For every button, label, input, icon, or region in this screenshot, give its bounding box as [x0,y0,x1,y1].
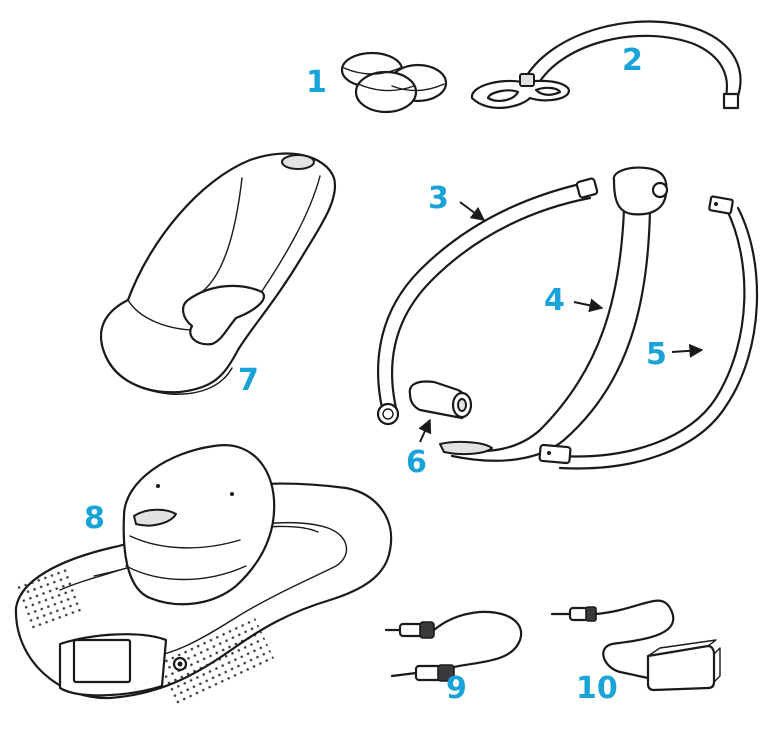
label-1: 1 [306,65,327,100]
arrow-3 [459,201,486,221]
label-2: 2 [622,43,643,78]
front-tube-icon [376,177,599,426]
label-5: 5 [646,337,667,372]
label-9: 9 [446,671,467,706]
label-3: 3 [428,181,449,216]
back-tube-icon [538,195,759,470]
center-tube-icon [439,166,669,462]
audio-cable-icon [384,610,523,682]
part-labels: 1 2 3 4 5 6 7 8 9 10 [84,43,667,706]
balls-icon [340,51,448,114]
mobile-arm-icon [470,20,742,110]
label-10: 10 [576,671,618,706]
arrow-4 [573,298,604,313]
callout-arrows [418,201,704,443]
label-7: 7 [238,363,259,398]
arrow-6 [418,418,432,443]
arrow-5 [671,343,704,358]
power-adapter-icon [550,599,721,692]
seat-fabric-icon [99,152,337,395]
label-6: 6 [406,445,427,480]
label-4: 4 [544,283,565,318]
tube-cap-icon [408,380,473,420]
label-8: 8 [84,501,105,536]
base-unit-icon [14,444,393,709]
